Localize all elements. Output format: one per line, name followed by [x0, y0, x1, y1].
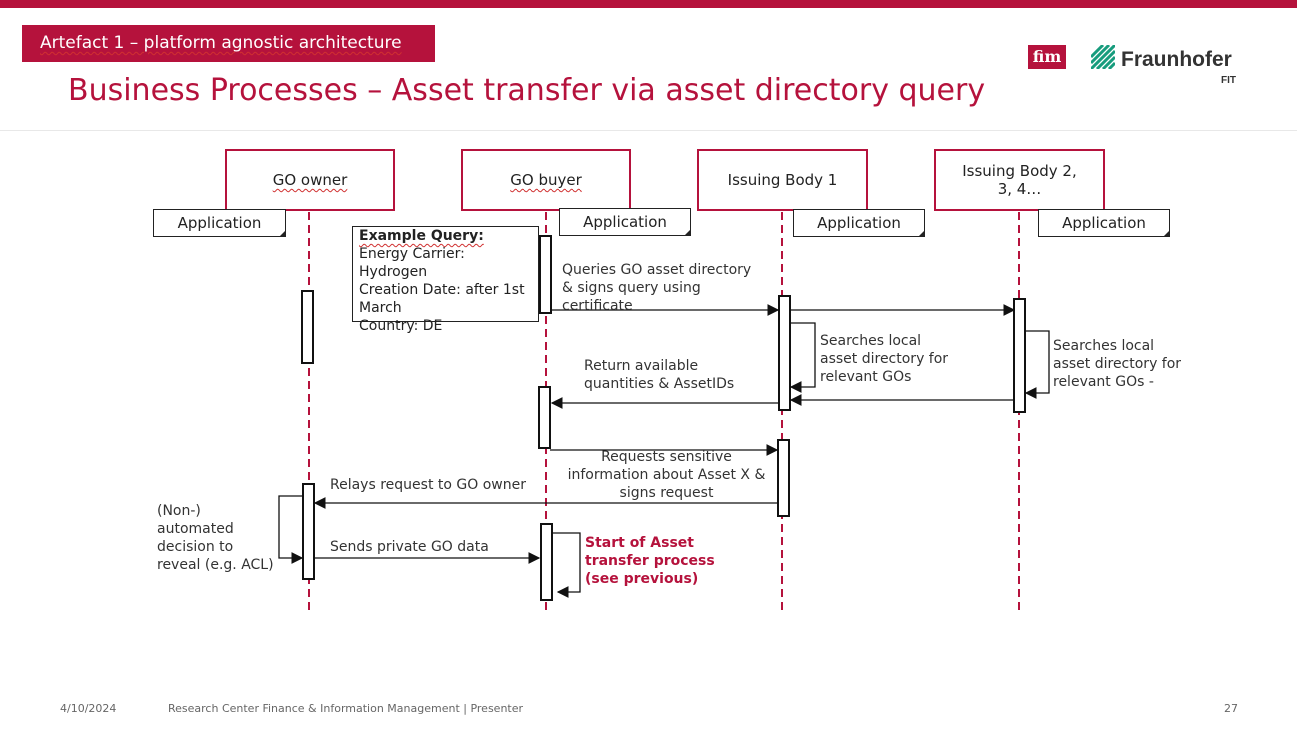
top-accent-bar	[0, 0, 1297, 8]
example-query-line: Creation Date: after 1st March	[359, 282, 525, 316]
section-tag-text: Artefact 1 – platform agnostic architect…	[40, 33, 402, 53]
application-label: Application	[817, 214, 901, 232]
activation-ib1-2	[777, 439, 790, 517]
message-label-request-sensitive: Requests sensitive information about Ass…	[567, 449, 766, 501]
example-query-note: Example Query: Energy Carrier: Hydrogen …	[352, 226, 539, 334]
message-label-relay: Relays request to GO owner	[330, 477, 526, 493]
activation-owner-2	[302, 483, 315, 580]
actor-go-owner-label: GO owner	[272, 171, 348, 189]
application-label: Application	[1062, 214, 1146, 232]
fim-logo: fim	[1028, 45, 1066, 69]
activation-ib2-1	[1013, 298, 1026, 413]
message-label-start-transfer: Start of Asset transfer process (see pre…	[585, 535, 715, 587]
application-box-go-owner: Application	[153, 209, 286, 237]
fraunhofer-logo-text: Fraunhofer	[1121, 48, 1232, 71]
actor-issuing-body-1: Issuing Body 1	[697, 149, 868, 211]
actor-go-buyer-label: GO buyer	[510, 171, 582, 189]
example-query-line: Country: DE	[359, 318, 443, 334]
message-label-decision: (Non-) automated decision to reveal (e.g…	[157, 503, 274, 573]
activation-ib1-1	[778, 295, 791, 411]
application-box-go-buyer: Application	[559, 208, 691, 236]
application-label: Application	[177, 214, 262, 232]
footer-date: 4/10/2024	[60, 702, 117, 715]
actor-go-owner: GO owner	[225, 149, 395, 211]
section-tag: Artefact 1 – platform agnostic architect…	[22, 25, 435, 62]
message-label-query: Queries GO asset directory & signs query…	[562, 262, 752, 314]
activation-buyer-3	[540, 523, 553, 601]
activation-buyer-2	[538, 386, 551, 449]
activation-owner-1	[301, 290, 314, 364]
actor-issuing-body-2-label: Issuing Body 2, 3, 4…	[962, 162, 1077, 198]
fraunhofer-logo-icon	[1091, 45, 1115, 69]
slide-title-text: Business Processes – Asset transfer via …	[68, 73, 986, 108]
application-box-issuing-body-2: Application	[1038, 209, 1170, 237]
footer-organization: Research Center Finance & Information Ma…	[168, 702, 524, 715]
example-query-heading: Example Query:	[359, 228, 484, 244]
fraunhofer-logo-subtext: FIT	[1221, 75, 1236, 86]
header-divider	[0, 130, 1297, 131]
message-label-ib2-search: Searches local asset directory for relev…	[1053, 338, 1182, 390]
actor-go-buyer: GO buyer	[461, 149, 631, 211]
message-label-private-data: Sends private GO data	[330, 539, 489, 555]
arrow-ib2-self-search	[1024, 330, 1050, 399]
activation-buyer-1	[539, 235, 552, 314]
arrow-ib1-self-search	[789, 322, 816, 393]
application-label: Application	[583, 213, 667, 231]
actor-issuing-body-2: Issuing Body 2, 3, 4…	[934, 149, 1105, 211]
arrow-buyer-self-transfer	[552, 532, 581, 598]
application-box-issuing-body-1: Application	[793, 209, 925, 237]
example-query-line: Energy Carrier: Hydrogen	[359, 246, 465, 280]
slide-title: Business Processes – Asset transfer via …	[68, 73, 985, 108]
arrow-owner-self-decision	[278, 495, 304, 564]
message-label-ib1-search: Searches local asset directory for relev…	[820, 333, 949, 385]
message-label-return: Return available quantities & AssetIDs	[584, 358, 735, 392]
footer-page-number: 27	[1224, 702, 1238, 715]
actor-issuing-body-1-label: Issuing Body 1	[727, 171, 838, 189]
